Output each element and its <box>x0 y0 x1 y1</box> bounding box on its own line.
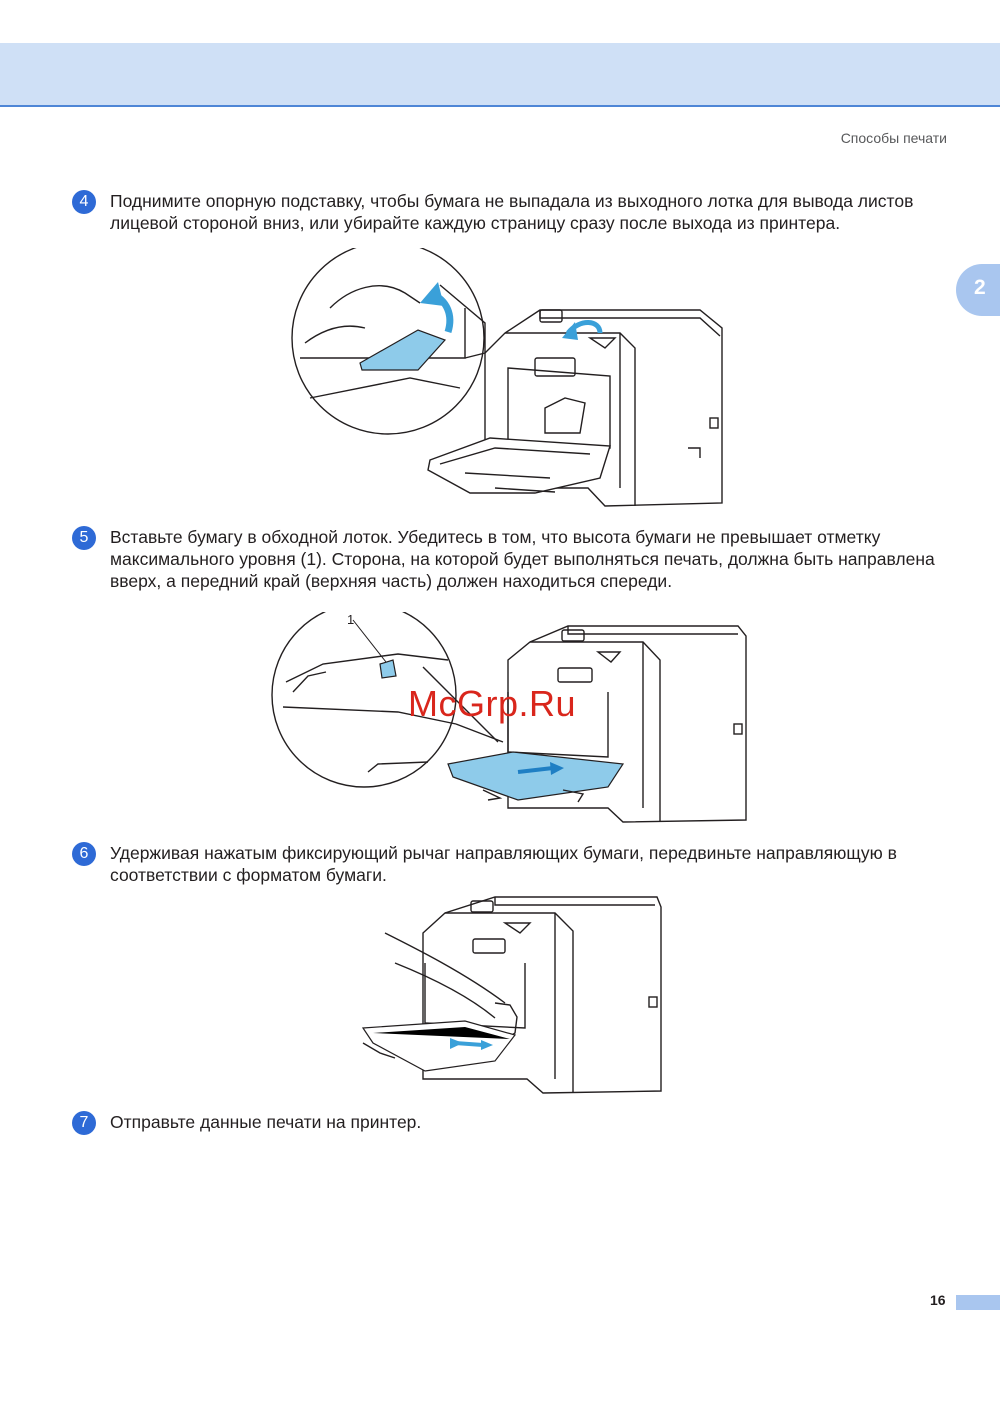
step-text: Отправьте данные печати на принтер. <box>110 1112 422 1132</box>
page-number: 16 <box>930 1292 946 1308</box>
section-title: Способы печати <box>840 130 947 146</box>
step-text: Поднимите опорную подставку, чтобы бумаг… <box>110 191 914 233</box>
step-number-badge: 5 <box>72 526 96 550</box>
chapter-number: 2 <box>974 276 986 299</box>
step-text: Удерживая нажатым фиксирующий рычаг напр… <box>110 843 897 885</box>
callout-1: 1 <box>347 612 354 627</box>
chapter-tab: 2 <box>956 264 1000 316</box>
figure-slide-paper-guides <box>361 896 662 1094</box>
page-tab <box>956 1295 1000 1310</box>
header-band <box>0 43 1000 107</box>
figure-insert-paper: 1 <box>271 612 747 823</box>
step-text: Вставьте бумагу в обходной лоток. Убедит… <box>110 527 935 591</box>
watermark: McGrp.Ru <box>408 683 577 724</box>
figure-raise-support-flap <box>291 248 723 507</box>
step-number-badge: 4 <box>72 190 96 214</box>
step-number-badge: 6 <box>72 842 96 866</box>
step-number-badge: 7 <box>72 1111 96 1135</box>
